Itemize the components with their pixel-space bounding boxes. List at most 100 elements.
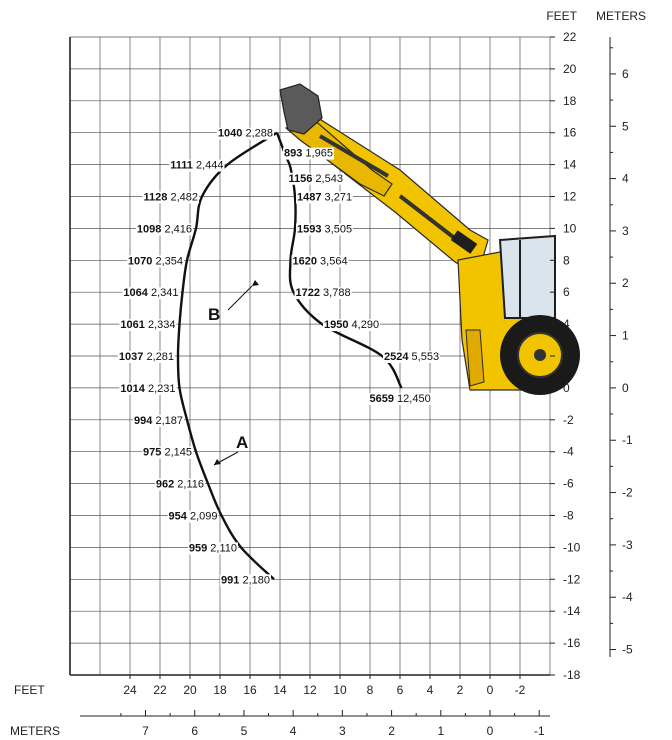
capacity-lb-value: 1593 — [297, 223, 321, 235]
capacity-lb-value: 1620 — [293, 255, 317, 267]
capacity-lb-value: 1040 — [218, 128, 242, 140]
capacity-kg-value: 4,290 — [348, 319, 379, 331]
x-tick-label-ft: 6 — [397, 683, 404, 697]
curve-b — [275, 132, 403, 389]
label-background — [323, 319, 381, 332]
capacity-label-text: 1070 2,354 — [128, 255, 183, 267]
capacity-label-a: 994 2,187 — [133, 414, 184, 427]
capacity-lb-value: 1037 — [119, 351, 143, 363]
capacity-label-b: 1487 3,271 — [296, 191, 354, 204]
capacity-label-b: 2524 5,553 — [383, 351, 441, 363]
capacity-label-text: 2524 5,553 — [384, 351, 439, 363]
y-tick-label-m: -4 — [622, 590, 633, 604]
y-tick-label-ft: 14 — [563, 158, 577, 172]
capacity-label-b: 5659 12,450 — [368, 392, 432, 405]
x-tick-label-ft: 20 — [183, 683, 197, 697]
capacity-label-a: 1014 2,231 — [119, 382, 177, 395]
label-background — [117, 351, 175, 363]
y-tick-label-m: -1 — [622, 433, 633, 447]
y-tick-label-ft: -16 — [563, 636, 581, 650]
capacity-label-b: 1950 4,290 — [323, 319, 381, 332]
label-background — [126, 255, 184, 268]
capacity-label-a: 1111 2,444 — [169, 159, 225, 172]
capacity-lb-value: 2524 — [384, 351, 409, 363]
capacity-label-a: 975 2,145 — [142, 446, 193, 459]
capacity-lb-value: 975 — [143, 447, 161, 459]
capacity-label-text: 959 2,110 — [189, 542, 237, 554]
reach-curves — [176, 131, 403, 581]
capacity-label-text: 1061 2,334 — [120, 319, 175, 331]
leader-line — [227, 285, 253, 311]
capacity-lb-value: 893 — [284, 148, 302, 160]
label-background — [283, 147, 334, 160]
unit-meters-top: METERS — [596, 9, 646, 23]
label-background — [122, 287, 180, 300]
capacity-label-text: 1128 2,482 — [144, 192, 198, 204]
y-tick-label-ft: 10 — [563, 221, 577, 235]
capacity-label-text: 1014 2,231 — [120, 383, 175, 395]
y-tick-label-ft: 12 — [563, 190, 577, 204]
curve-letter-a: A — [213, 433, 248, 466]
y-tick-label-m: -5 — [622, 643, 633, 657]
capacity-kg-value: 2,444 — [193, 160, 224, 172]
capacity-label-a: 959 2,110 — [187, 542, 238, 555]
x-tick-label-m: 6 — [191, 724, 198, 738]
capacity-label-b: 1722 3,788 — [294, 287, 352, 300]
capacity-label-a: 1128 2,482 — [142, 191, 199, 204]
capacity-lb-value: 959 — [189, 542, 207, 554]
y-tick-label-ft: 16 — [563, 126, 577, 140]
x-tick-label-ft: 16 — [243, 683, 257, 697]
x-tick-label-ft: 12 — [303, 683, 317, 697]
capacity-label-text: 994 2,187 — [134, 415, 183, 427]
x-tick-label-m: 0 — [487, 724, 494, 738]
curve-letter-text: B — [208, 305, 220, 324]
label-background — [142, 446, 193, 459]
y-tick-label-m: 2 — [622, 276, 629, 290]
capacity-label-a: 1061 2,334 — [119, 319, 177, 332]
capacity-kg-value: 2,334 — [145, 319, 176, 331]
capacity-label-text: 5659 12,450 — [370, 393, 431, 405]
y-tick-label-ft: -6 — [563, 477, 574, 491]
y-tick-label-ft: -2 — [563, 413, 574, 427]
capacity-lb-value: 1111 — [170, 160, 193, 172]
capacity-label-text: 1040 2,288 — [218, 128, 273, 140]
capacity-lb-value: 1950 — [324, 319, 348, 331]
capacity-kg-value: 2,110 — [207, 542, 237, 554]
x-tick-label-m: 4 — [290, 724, 297, 738]
capacity-kg-value: 5,553 — [408, 351, 439, 363]
curve-letter-b: B — [208, 280, 259, 324]
x-tick-label-m: 7 — [142, 724, 149, 738]
label-background — [133, 414, 184, 427]
capacity-label-text: 1593 3,505 — [297, 223, 352, 235]
capacity-label-a: 1098 2,416 — [135, 223, 193, 236]
capacity-labels: 1040 2,288 1111 2,444 1128 2,482 1098 2,416… — [117, 127, 441, 587]
capacity-kg-value: 2,416 — [161, 223, 192, 235]
capacity-label-text: 1487 3,271 — [297, 192, 352, 204]
y-tick-label-ft: -10 — [563, 540, 581, 554]
x-tick-label-ft: 0 — [487, 683, 494, 697]
stabilizer — [465, 329, 485, 387]
capacity-label-text: 1722 3,788 — [296, 287, 351, 299]
cat-logo — [450, 230, 478, 254]
capacity-label-a: 954 2,099 — [167, 510, 219, 523]
y-tick-label-m: 1 — [622, 329, 629, 343]
y-tick-label-ft: 8 — [563, 253, 570, 267]
capacity-kg-value: 2,180 — [239, 574, 270, 586]
label-background — [368, 392, 432, 405]
capacity-label-text: 1098 2,416 — [137, 223, 192, 235]
x-tick-label-ft: 24 — [123, 683, 137, 697]
capacity-kg-value: 2,281 — [143, 351, 174, 363]
capacity-kg-value: 2,482 — [167, 192, 198, 204]
capacity-kg-value: 12,450 — [394, 393, 431, 405]
capacity-lb-value: 1722 — [296, 287, 320, 299]
capacity-label-b: 1620 3,564 — [291, 255, 349, 268]
capacity-kg-value: 2,341 — [148, 287, 179, 299]
capacity-kg-value: 2,099 — [187, 511, 218, 523]
y-tick-label-m: 5 — [622, 119, 629, 133]
y-tick-label-ft: -8 — [563, 509, 574, 523]
capacity-lb-value: 5659 — [370, 393, 394, 405]
curve-a — [176, 131, 278, 581]
capacity-label-a: 1064 2,341 — [122, 287, 180, 300]
x-tick-label-ft: 2 — [457, 683, 464, 697]
